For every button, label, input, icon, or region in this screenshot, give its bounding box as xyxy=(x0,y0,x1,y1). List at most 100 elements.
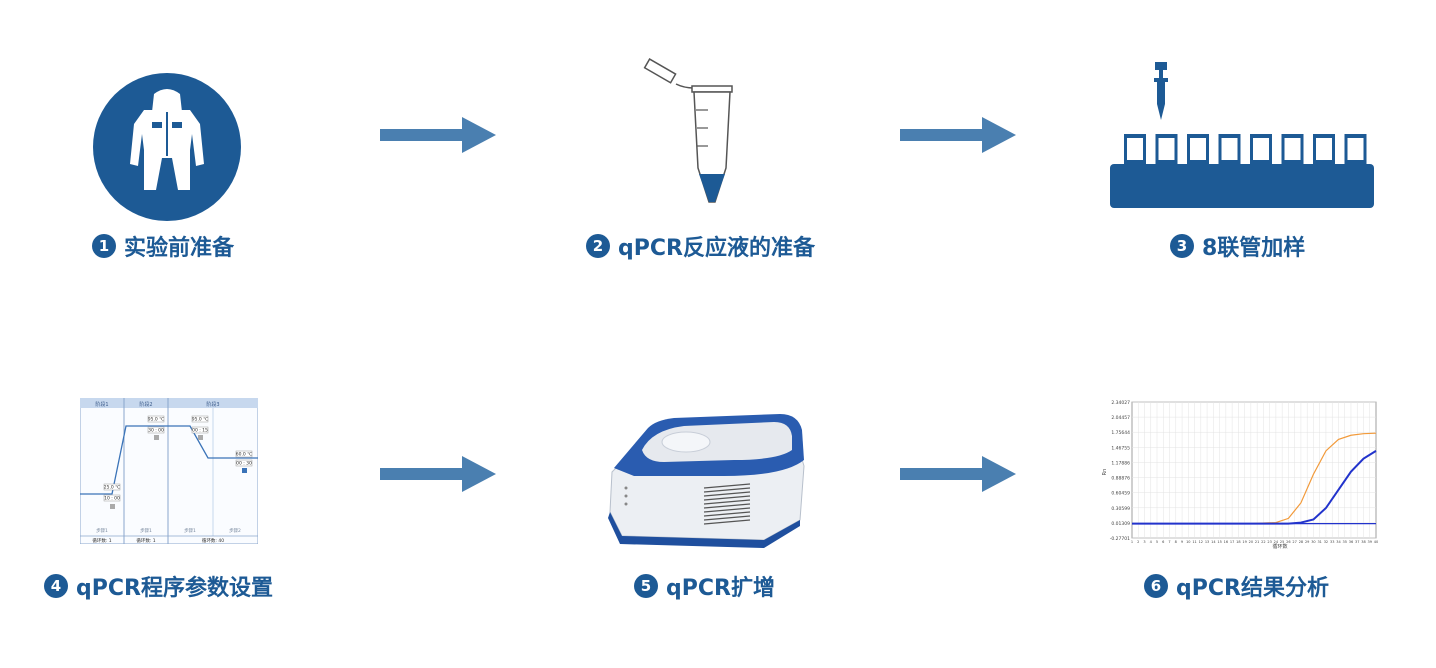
x-tick-label: 15 xyxy=(1217,540,1221,544)
x-tick-label: 14 xyxy=(1211,540,1216,544)
step-label: 步骤1 xyxy=(184,527,196,534)
cycle-count: 循环数: 40 xyxy=(202,537,224,544)
x-tick-label: 24 xyxy=(1274,540,1279,544)
step-number-badge: 6 xyxy=(1144,574,1168,598)
x-tick-label: 22 xyxy=(1261,540,1265,544)
amplification-chart: 2.34027 2.04457 1.75644 1.46755 1.17886 0.888… xyxy=(1102,400,1378,550)
centrifuge-tube-icon xyxy=(643,58,733,203)
protective-suit-icon xyxy=(93,73,241,221)
y-tick-label: 0.01309 xyxy=(1111,521,1130,527)
x-tick-label: 11 xyxy=(1192,540,1196,544)
x-tick-label: 31 xyxy=(1317,540,1321,544)
qpcr-instrument-icon xyxy=(608,414,805,548)
x-tick-label: 7 xyxy=(1168,540,1170,544)
stage-header: 阶段3 xyxy=(206,401,219,408)
x-tick-label: 16 xyxy=(1224,540,1228,544)
flow-arrow-4 xyxy=(900,456,1016,492)
x-tick-label: 38 xyxy=(1361,540,1365,544)
chart-xlabel: 循环数 xyxy=(1272,543,1287,550)
step-1-label: 1 实验前准备 xyxy=(92,230,234,262)
y-tick-label: 0.30599 xyxy=(1111,506,1130,512)
x-tick-label: 5 xyxy=(1156,540,1158,544)
flow-arrow-1 xyxy=(380,117,496,153)
x-tick-label: 28 xyxy=(1299,540,1303,544)
temp-value: 95.0 ℃ xyxy=(192,417,209,423)
cycle-count: 循环数: 1 xyxy=(92,537,111,544)
time-value: 30 : 00 xyxy=(148,428,164,434)
x-tick-label: 9 xyxy=(1181,540,1183,544)
x-tick-label: 27 xyxy=(1292,540,1296,544)
step-number-badge: 1 xyxy=(92,234,116,258)
x-tick-label: 8 xyxy=(1175,540,1177,544)
step-2-label: 2 qPCR反应液的准备 xyxy=(586,230,815,262)
step-number-badge: 5 xyxy=(634,574,658,598)
y-tick-label: 1.17886 xyxy=(1111,460,1130,466)
x-tick-label: 33 xyxy=(1330,540,1334,544)
step-5-label: 5 qPCR扩增 xyxy=(634,570,775,602)
x-tick-label: 34 xyxy=(1336,540,1341,544)
x-tick-label: 26 xyxy=(1286,540,1290,544)
time-value: 00 : 30 xyxy=(236,461,252,467)
strip-tube xyxy=(1155,134,1178,166)
step-3-label: 3 8联管加样 xyxy=(1170,230,1305,262)
x-tick-label: 25 xyxy=(1280,540,1284,544)
x-tick-label: 39 xyxy=(1368,540,1372,544)
strip-tube xyxy=(1124,134,1146,166)
y-tick-label: 1.46755 xyxy=(1111,445,1130,451)
step-label: 步骤1 xyxy=(96,527,108,534)
y-tick-label: -0.27701 xyxy=(1110,536,1130,542)
eight-strip-tube-icon xyxy=(1110,62,1374,208)
strip-tube xyxy=(1187,134,1209,166)
x-tick-label: 37 xyxy=(1355,540,1359,544)
chart-ylabel: Rn xyxy=(1102,469,1108,476)
flow-arrow-3 xyxy=(380,456,496,492)
x-tick-label: 32 xyxy=(1324,540,1328,544)
x-tick-label: 4 xyxy=(1150,540,1153,544)
x-tick-label: 19 xyxy=(1242,540,1246,544)
step-label: 步骤1 xyxy=(140,527,152,534)
time-value: 10 : 00 xyxy=(104,496,120,502)
stage-header: 阶段1 xyxy=(95,401,108,408)
cycle-count: 循环数: 1 xyxy=(136,537,155,544)
x-tick-label: 10 xyxy=(1186,540,1190,544)
strip-tube xyxy=(1250,134,1272,166)
x-tick-label: 2 xyxy=(1137,540,1139,544)
step-title: qPCR反应液的准备 xyxy=(618,236,815,261)
x-tick-label: 13 xyxy=(1205,540,1209,544)
step-number-badge: 3 xyxy=(1170,234,1194,258)
x-tick-label: 30 xyxy=(1311,540,1315,544)
strip-tube xyxy=(1218,134,1241,166)
flow-arrow-2 xyxy=(900,117,1016,153)
step-title: qPCR扩增 xyxy=(666,576,775,601)
x-tick-label: 23 xyxy=(1267,540,1271,544)
step-title: qPCR结果分析 xyxy=(1176,576,1329,601)
x-tick-label: 1 xyxy=(1131,540,1133,544)
stage-header: 阶段2 xyxy=(139,401,152,408)
x-tick-label: 35 xyxy=(1342,540,1346,544)
step-label: 步骤2 xyxy=(229,527,241,534)
strip-tube xyxy=(1313,134,1335,166)
program-settings-panel: 阶段1 阶段2 阶段3 25.0 ℃ 10 : 00 95.0 ℃ 30 : 0… xyxy=(80,398,258,544)
y-tick-label: 2.34027 xyxy=(1111,400,1130,406)
step-title: 实验前准备 xyxy=(124,236,235,261)
x-tick-label: 40 xyxy=(1374,540,1378,544)
x-tick-label: 3 xyxy=(1143,540,1145,544)
step-number-badge: 2 xyxy=(586,234,610,258)
temp-value: 95.0 ℃ xyxy=(148,417,165,423)
temp-value: 60.0 ℃ xyxy=(236,452,253,458)
y-tick-label: 2.04457 xyxy=(1111,415,1130,421)
step-number-badge: 4 xyxy=(44,574,68,598)
step-title: 8联管加样 xyxy=(1202,236,1306,261)
x-tick-label: 6 xyxy=(1162,540,1164,544)
x-tick-label: 12 xyxy=(1199,540,1203,544)
y-tick-label: 0.60459 xyxy=(1111,491,1130,497)
strip-tube xyxy=(1281,134,1304,166)
y-tick-label: 1.75644 xyxy=(1111,430,1130,436)
y-tick-label: 0.88876 xyxy=(1111,476,1130,482)
x-tick-label: 21 xyxy=(1255,540,1259,544)
x-tick-label: 18 xyxy=(1236,540,1240,544)
x-tick-label: 17 xyxy=(1230,540,1234,544)
step-title: qPCR程序参数设置 xyxy=(76,576,273,601)
strip-tube xyxy=(1344,134,1367,166)
time-value: 00 : 15 xyxy=(192,428,208,434)
